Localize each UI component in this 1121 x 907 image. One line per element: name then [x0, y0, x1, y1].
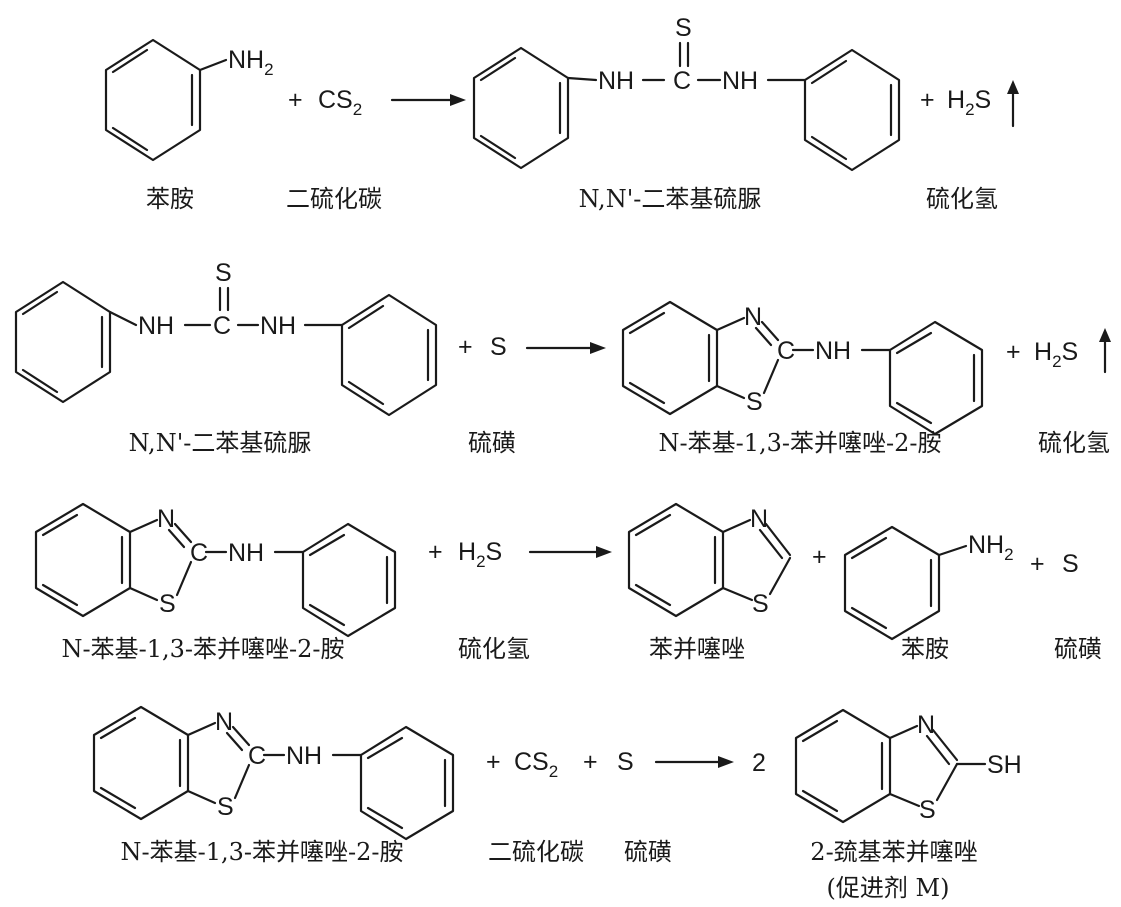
- reaction-3: N S C NH + H2S N S +: [34, 502, 1102, 663]
- gas-evolution-arrow: [1099, 328, 1111, 374]
- benzothiazole-n: N: [157, 505, 175, 533]
- reaction-1: NH2 + CS2 NH S C NH + H2S: [104, 14, 1019, 213]
- phenylbenzothiazolamine-structure: [34, 502, 397, 638]
- h2s-formula: H2S: [1034, 338, 1078, 371]
- thiourea-c: C: [213, 312, 231, 340]
- caption-phenylbenzothiazolamine: N-苯基-1,3-苯并噻唑-2-胺: [659, 429, 942, 457]
- caption-carbon-disulfide: 二硫化碳: [488, 838, 584, 866]
- h2s-formula: H2S: [947, 86, 991, 119]
- caption-aniline: 苯胺: [146, 185, 194, 213]
- reaction-arrow: [390, 94, 466, 106]
- benzothiazole-s: S: [752, 590, 769, 618]
- caption-sulfur: 硫磺: [1054, 635, 1102, 663]
- plus-sign: +: [458, 333, 473, 361]
- diphenylthiourea-structure: [14, 280, 438, 417]
- plus-sign: +: [583, 748, 598, 776]
- thiol-sh: SH: [987, 751, 1022, 779]
- reaction-arrow: [528, 546, 612, 558]
- caption-aniline: 苯胺: [901, 635, 949, 663]
- caption-sulfur: 硫磺: [468, 429, 516, 457]
- aniline-structure: [104, 38, 228, 162]
- phenylbenzothiazolamine-structure: [92, 705, 455, 841]
- reaction-4: N S C NH + CS2 + S 2 N S SH N-苯基-1,3-苯并噻…: [92, 705, 1022, 902]
- caption-phenylbenzothiazolamine: N-苯基-1,3-苯并噻唑-2-胺: [121, 838, 404, 866]
- plus-sign: +: [812, 543, 827, 571]
- diphenylthiourea-structure: [472, 41, 901, 172]
- thiourea-nh-right: NH: [260, 312, 296, 340]
- plus-sign: +: [428, 538, 443, 566]
- amine-nh: NH: [815, 337, 851, 365]
- sulfur-formula: S: [1062, 550, 1079, 578]
- benzothiazole-c2: C: [248, 742, 266, 770]
- mercaptobenzothiazole-structure: [794, 708, 987, 824]
- benzothiazole-c2: C: [190, 539, 208, 567]
- stoichiometric-coefficient: 2: [752, 749, 766, 777]
- plus-sign: +: [1006, 338, 1021, 366]
- thiourea-nh-left: NH: [138, 312, 174, 340]
- caption-hydrogen-sulfide: 硫化氢: [1038, 429, 1110, 457]
- reaction-arrow: [654, 756, 734, 768]
- caption-hydrogen-sulfide: 硫化氢: [458, 635, 530, 663]
- benzothiazole-c2: C: [777, 337, 795, 365]
- thiourea-s: S: [675, 14, 692, 42]
- plus-sign: +: [920, 86, 935, 114]
- benzothiazole-s: S: [746, 388, 763, 416]
- cs2-formula: CS2: [514, 748, 558, 781]
- amine-nh: NH: [286, 742, 322, 770]
- caption-sulfur: 硫磺: [624, 838, 672, 866]
- benzothiazole-n: N: [917, 711, 935, 739]
- phenylbenzothiazolamine-structure: [621, 300, 984, 436]
- caption-hydrogen-sulfide: 硫化氢: [926, 185, 998, 213]
- benzothiazole-n: N: [215, 708, 233, 736]
- caption-phenylbenzothiazolamine: N-苯基-1,3-苯并噻唑-2-胺: [62, 635, 345, 663]
- plus-sign: +: [288, 86, 303, 114]
- benzothiazole-s: S: [919, 796, 936, 824]
- sulfur-formula: S: [617, 748, 634, 776]
- benzothiazole-n: N: [744, 303, 762, 331]
- h2s-formula: H2S: [458, 538, 502, 571]
- caption-diphenylthiourea: N,N'-二苯基硫脲: [129, 429, 312, 457]
- benzothiazole-n: N: [750, 505, 768, 533]
- thiourea-c: C: [673, 67, 691, 95]
- caption-mercaptobenzothiazole: 2-巯基苯并噻唑: [810, 838, 977, 866]
- thiourea-nh-right: NH: [722, 67, 758, 95]
- caption-diphenylthiourea: N,N'-二苯基硫脲: [579, 185, 762, 213]
- aniline-nh2-label: NH2: [228, 46, 274, 79]
- caption-accelerator-m: (促进剂 M): [827, 874, 950, 902]
- benzothiazole-s: S: [217, 793, 234, 821]
- thiourea-nh-left: NH: [598, 67, 634, 95]
- plus-sign: +: [486, 748, 501, 776]
- aniline-nh2-label: NH2: [968, 531, 1014, 564]
- aniline-structure: [843, 525, 968, 641]
- reaction-2: NH S C NH + S N S C NH: [14, 259, 1111, 457]
- sulfur-formula: S: [490, 333, 507, 361]
- amine-nh: NH: [228, 539, 264, 567]
- benzothiazole-structure: [627, 502, 792, 618]
- caption-carbon-disulfide: 二硫化碳: [286, 185, 382, 213]
- gas-evolution-arrow: [1007, 80, 1019, 128]
- cs2-formula: CS2: [318, 86, 362, 119]
- benzothiazole-s: S: [159, 590, 176, 618]
- reaction-arrow: [525, 342, 606, 354]
- caption-benzothiazole: 苯并噻唑: [649, 635, 745, 663]
- plus-sign: +: [1030, 550, 1045, 578]
- thiourea-s: S: [215, 259, 232, 287]
